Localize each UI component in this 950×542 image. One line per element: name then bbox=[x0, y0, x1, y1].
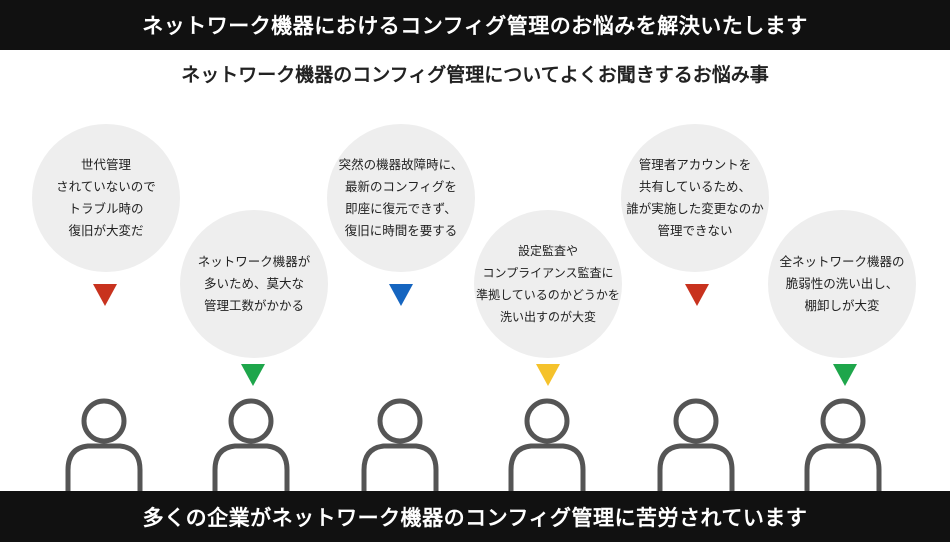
pointer-2 bbox=[241, 364, 265, 386]
person-icon bbox=[65, 398, 143, 491]
concern-text-3: 突然の機器故障時に、 最新のコンフィグを 即座に復元できず、 復旧に時間を要する bbox=[338, 157, 464, 238]
concern-bubble-5: 管理者アカウントを 共有しているため、 誰が実施した変更なのか 管理できない bbox=[621, 124, 769, 272]
subtitle: ネットワーク機器のコンフィグ管理についてよくお聞きするお悩み事 bbox=[181, 64, 769, 86]
person-icon bbox=[508, 398, 586, 491]
person-icon bbox=[212, 398, 290, 491]
footer-text: 多くの企業がネットワーク機器のコンフィグ管理に苦労されています bbox=[142, 505, 808, 530]
concern-bubble-1: 世代管理 されていないので トラブル時の 復旧が大変だ bbox=[32, 124, 180, 272]
pointer-3 bbox=[389, 284, 413, 306]
pointer-1 bbox=[93, 284, 117, 306]
pointer-4 bbox=[536, 364, 560, 386]
concern-text-2: ネットワーク機器が 多いため、莫大な 管理工数がかかる bbox=[197, 254, 311, 313]
pointer-6 bbox=[833, 364, 857, 386]
pointer-5 bbox=[685, 284, 709, 306]
concern-text-1: 世代管理 されていないので トラブル時の 復旧が大変だ bbox=[56, 157, 156, 238]
concern-bubble-2: ネットワーク機器が 多いため、莫大な 管理工数がかかる bbox=[180, 210, 328, 358]
footer-banner: 多くの企業がネットワーク機器のコンフィグ管理に苦労されています bbox=[0, 491, 950, 542]
header-title: ネットワーク機器におけるコンフィグ管理のお悩みを解決いたします bbox=[142, 14, 808, 38]
header-banner: ネットワーク機器におけるコンフィグ管理のお悩みを解決いたします bbox=[0, 0, 950, 50]
concern-bubble-3: 突然の機器故障時に、 最新のコンフィグを 即座に復元できず、 復旧に時間を要する bbox=[327, 124, 475, 272]
concern-text-5: 管理者アカウントを 共有しているため、 誰が実施した変更なのか 管理できない bbox=[626, 157, 764, 238]
concern-bubble-4: 設定監査や コンプライアンス監査に 準拠しているのかどうかを 洗い出すのが大変 bbox=[474, 210, 622, 358]
concern-text-6: 全ネットワーク機器の 脆弱性の洗い出し、 棚卸しが大変 bbox=[779, 254, 905, 313]
person-icon bbox=[804, 398, 882, 491]
person-icon bbox=[361, 398, 439, 491]
person-icon bbox=[657, 398, 735, 491]
concern-text-4: 設定監査や コンプライアンス監査に 準拠しているのかどうかを 洗い出すのが大変 bbox=[476, 244, 620, 324]
concern-bubble-6: 全ネットワーク機器の 脆弱性の洗い出し、 棚卸しが大変 bbox=[768, 210, 916, 358]
